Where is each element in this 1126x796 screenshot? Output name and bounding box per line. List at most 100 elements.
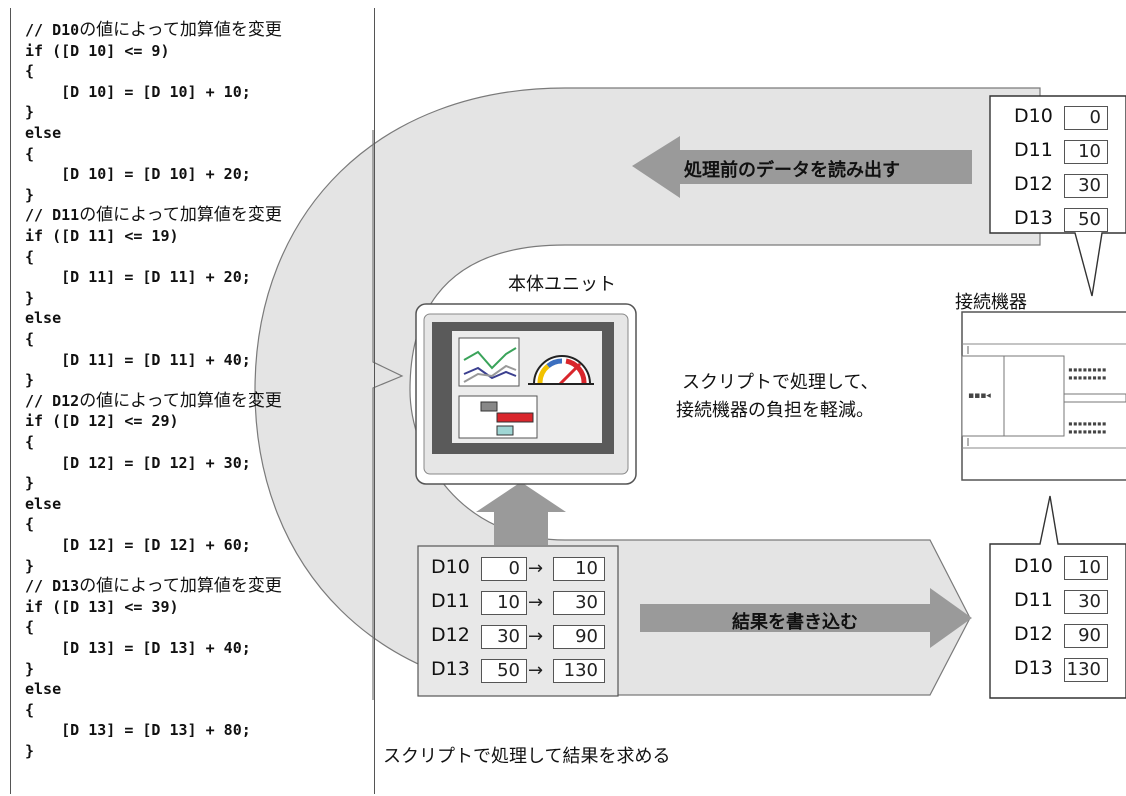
- register-value: 130: [1064, 658, 1108, 682]
- code-line: }: [25, 475, 34, 491]
- write-arrow-label: 結果を書き込む: [732, 612, 858, 633]
- code-line: }: [25, 743, 34, 759]
- code-line: if ([D 13] <= 39): [25, 599, 179, 615]
- register-name: D12: [1014, 173, 1053, 195]
- hmi-gray-line: [463, 364, 517, 383]
- register-to: 130: [553, 659, 605, 683]
- register-value: 90: [1064, 624, 1108, 648]
- register-name: D13: [431, 658, 470, 680]
- svg-text:▪▪▪◂: ▪▪▪◂: [968, 391, 991, 401]
- register-from: 30: [481, 625, 527, 649]
- code-text: }: [25, 371, 35, 390]
- right-arrow-icon: →: [528, 660, 544, 681]
- code-line: {: [25, 619, 34, 635]
- register-name: D10: [1014, 555, 1053, 577]
- code-text: // D12: [25, 391, 80, 410]
- register-from: 0: [481, 557, 527, 581]
- code-text: }: [25, 288, 35, 307]
- code-text: }: [25, 659, 35, 678]
- device-label: 接続機器: [955, 292, 1027, 313]
- register-name: D10: [1014, 105, 1053, 127]
- code-comment-jp: の値によって加算値を変更: [79, 205, 282, 226]
- code-line: {: [25, 434, 34, 450]
- code-text: [D 10] = [D 10] + 20;: [25, 165, 251, 184]
- code-line: // D11の値によって加算値を変更: [25, 205, 282, 226]
- code-line: [D 13] = [D 13] + 80;: [25, 722, 251, 738]
- code-text: {: [25, 144, 35, 163]
- code-text: [D 13] = [D 13] + 40;: [25, 639, 251, 657]
- code-line: {: [25, 331, 34, 347]
- code-line: {: [25, 249, 34, 265]
- code-line: }: [25, 661, 34, 677]
- script-note-line2: 接続機器の負担を軽減。: [676, 400, 874, 421]
- code-callout: [372, 130, 404, 700]
- right-arrow-icon: →: [528, 558, 544, 579]
- code-text: else: [25, 309, 62, 328]
- register-name: D10: [431, 556, 470, 578]
- svg-text:▪▪▪▪▪▪▪▪: ▪▪▪▪▪▪▪▪: [1068, 373, 1107, 382]
- code-line: {: [25, 146, 34, 162]
- register-name: D13: [1014, 657, 1053, 679]
- code-line: else: [25, 310, 61, 326]
- code-text: else: [25, 680, 62, 699]
- code-text: }: [25, 742, 35, 760]
- code-line: [D 11] = [D 11] + 20;: [25, 269, 251, 285]
- register-name: D12: [431, 624, 470, 646]
- code-text: {: [25, 618, 35, 637]
- register-value: 50: [1064, 208, 1108, 232]
- code-line: if ([D 12] <= 29): [25, 413, 179, 429]
- code-line: [D 13] = [D 13] + 40;: [25, 640, 251, 656]
- code-line: [D 10] = [D 10] + 20;: [25, 166, 251, 182]
- code-line: else: [25, 496, 61, 512]
- code-comment-jp: の値によって加算値を変更: [79, 20, 282, 40]
- code-text: [D 12] = [D 12] + 60;: [25, 536, 251, 554]
- read-arrow-label: 処理前のデータを読み出す: [684, 160, 900, 181]
- code-text: [D 11] = [D 11] + 20;: [25, 268, 251, 287]
- register-value: 30: [1064, 590, 1108, 614]
- code-line: {: [25, 702, 34, 718]
- code-text: if ([D 13] <= 39): [25, 597, 179, 616]
- hmi-blue-line: [463, 366, 517, 380]
- code-text: [D 11] = [D 11] + 40;: [25, 350, 251, 369]
- code-line: // D13の値によって加算値を変更: [25, 576, 282, 597]
- read-arrow: [632, 136, 972, 198]
- code-line: // D10の値によって加算値を変更: [25, 20, 282, 40]
- code-line: if ([D 10] <= 9): [25, 43, 170, 59]
- code-text: if ([D 11] <= 19): [25, 227, 179, 245]
- code-text: else: [25, 494, 62, 513]
- code-line: }: [25, 187, 34, 203]
- write-arrow: [640, 588, 972, 648]
- code-line: {: [25, 63, 34, 79]
- right-arrow-icon: →: [528, 626, 544, 647]
- code-text: if ([D 10] <= 9): [25, 41, 170, 60]
- code-text: {: [25, 62, 35, 81]
- right-arrow-icon: →: [528, 592, 544, 613]
- register-to: 90: [553, 625, 605, 649]
- code-text: [D 13] = [D 13] + 80;: [25, 721, 251, 740]
- code-text: if ([D 12] <= 29): [25, 412, 179, 431]
- code-text: {: [25, 700, 35, 719]
- up-arrow: [476, 482, 566, 545]
- code-line: }: [25, 558, 34, 574]
- register-name: D11: [1014, 139, 1053, 161]
- register-to: 10: [553, 557, 605, 581]
- hmi-green-line: [463, 347, 517, 370]
- code-line: [D 12] = [D 12] + 60;: [25, 537, 251, 553]
- code-text: {: [25, 247, 35, 266]
- register-from: 10: [481, 591, 527, 615]
- register-value: 10: [1064, 140, 1108, 164]
- code-text: }: [25, 474, 35, 493]
- code-line: }: [25, 290, 34, 306]
- register-value: 30: [1064, 174, 1108, 198]
- code-text: }: [25, 556, 35, 575]
- register-value: 10: [1064, 556, 1108, 580]
- code-text: {: [25, 515, 35, 534]
- code-line: [D 11] = [D 11] + 40;: [25, 352, 251, 368]
- code-line: }: [25, 372, 34, 388]
- code-line: {: [25, 516, 34, 532]
- code-text: [D 12] = [D 12] + 30;: [25, 453, 251, 472]
- code-comment-jp: の値によって加算値を変更: [79, 576, 282, 597]
- code-text: // D10: [25, 21, 80, 39]
- main-unit-label: 本体ユニット: [508, 274, 616, 295]
